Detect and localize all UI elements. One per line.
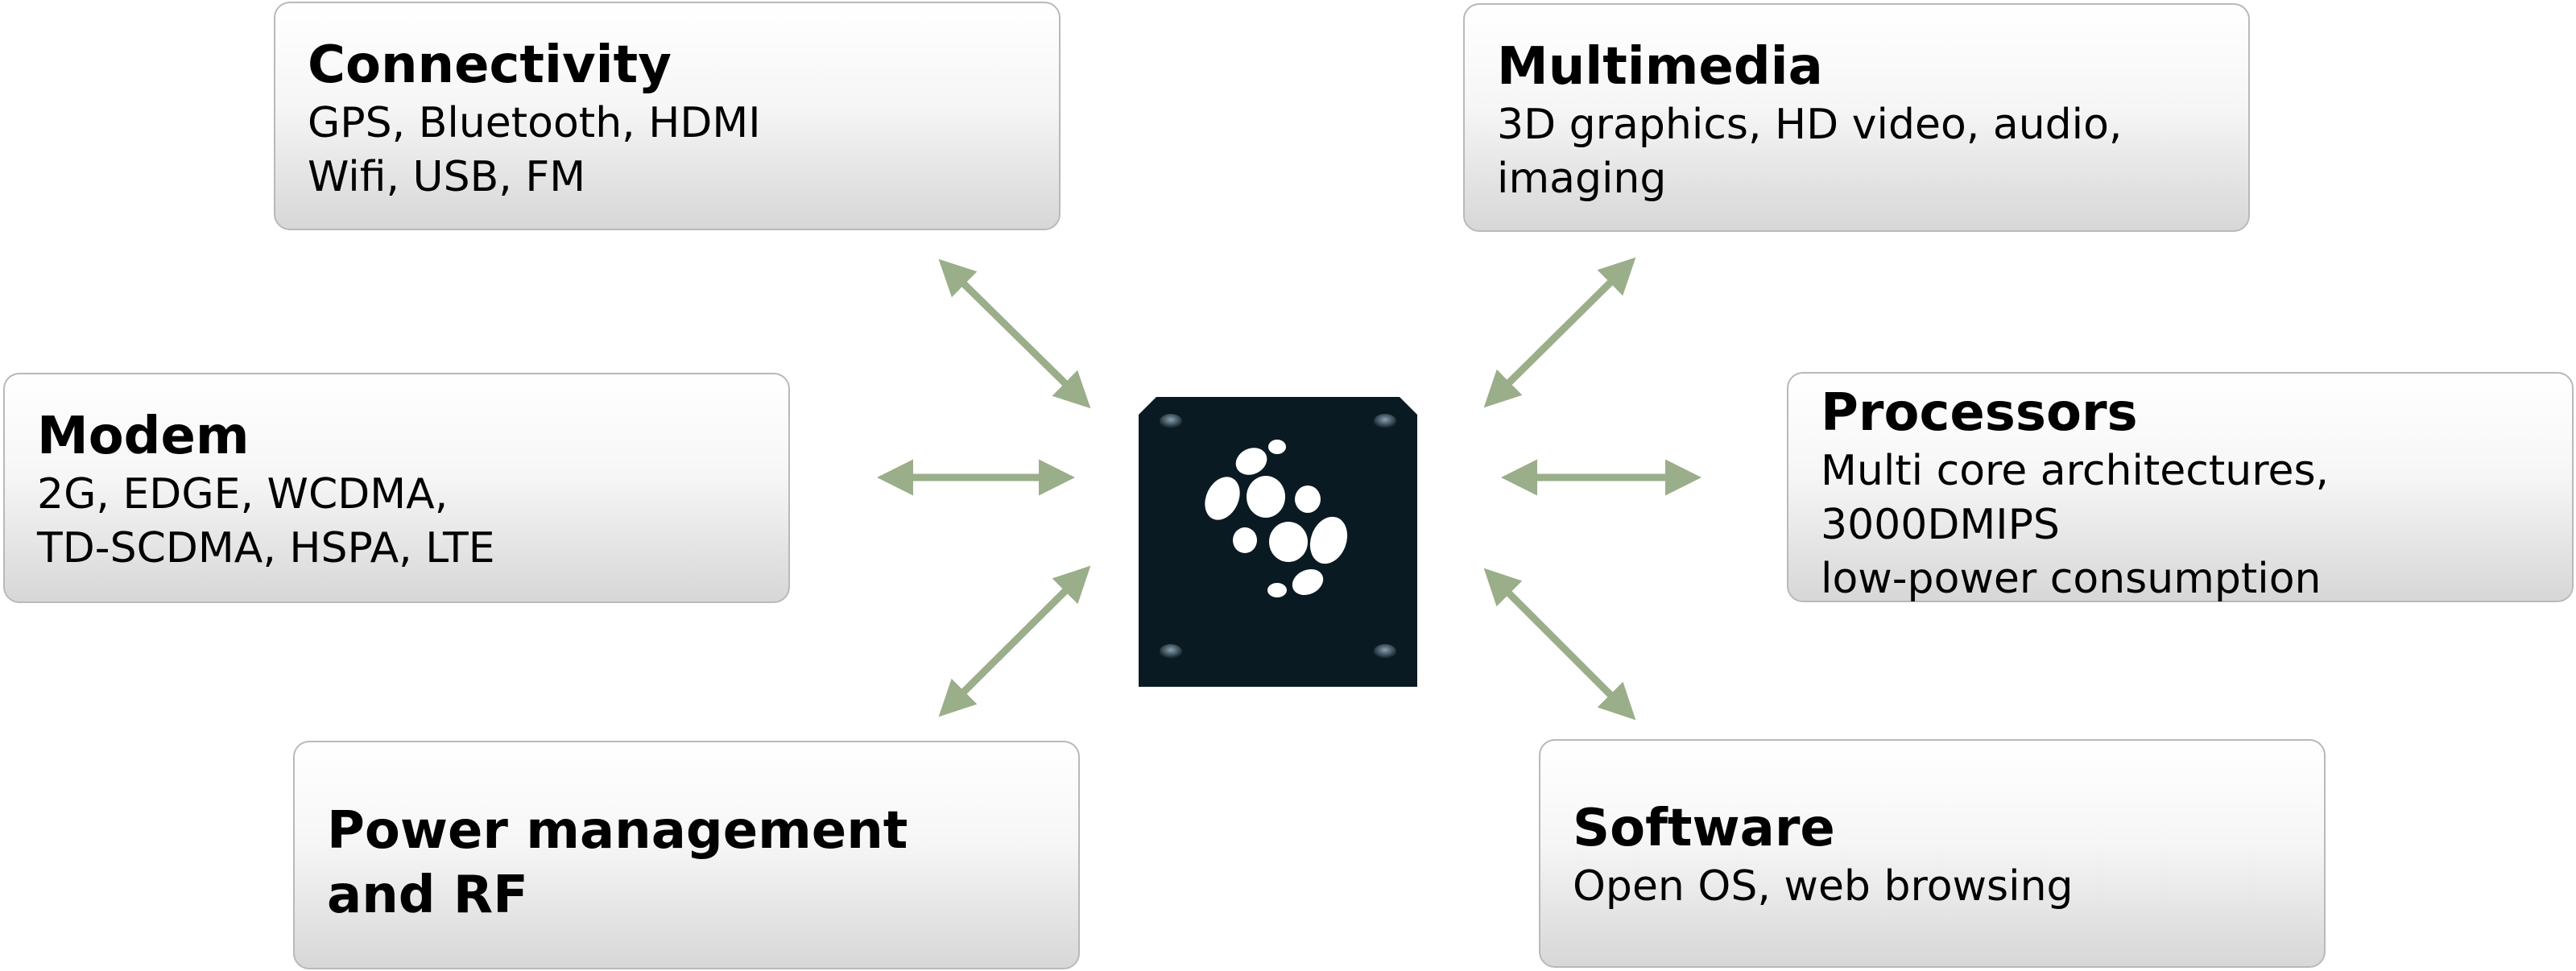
connectivity-line: GPS, Bluetooth, HDMI — [308, 99, 761, 147]
modem-line: TD-SCDMA, HSPA, LTE — [37, 524, 495, 572]
software-title: Software — [1573, 799, 1835, 858]
multimedia-line: imaging — [1497, 155, 1667, 203]
power-rf-box: Power management and RF — [293, 741, 1080, 969]
multimedia-box: Multimedia 3D graphics, HD video, audio,… — [1463, 3, 2250, 232]
arrow-connectivity — [938, 258, 1091, 409]
connectivity-box: Connectivity GPS, Bluetooth, HDMI Wifi, … — [274, 2, 1061, 230]
arrow-software — [1483, 568, 1636, 721]
connectivity-description: GPS, Bluetooth, HDMI Wifi, USB, FM — [308, 97, 1027, 205]
processors-line: Multi core architectures, — [1821, 447, 2330, 495]
software-box: Software Open OS, web browsing — [1539, 739, 2326, 968]
connectivity-line: Wifi, USB, FM — [308, 153, 586, 201]
multimedia-title: Multimedia — [1497, 37, 1823, 97]
processors-box: Processors Multi core architectures, 300… — [1787, 372, 2574, 603]
power-rf-title-line: Power management — [327, 801, 908, 861]
chip-logo-icon — [1139, 397, 1417, 687]
power-rf-title-line: and RF — [327, 866, 528, 925]
multimedia-line: 3D graphics, HD video, audio, — [1497, 101, 2123, 149]
processors-line: low-power consumption — [1821, 555, 2322, 603]
modem-description: 2G, EDGE, WCDMA, TD-SCDMA, HSPA, LTE — [37, 468, 756, 576]
software-description: Open OS, web browsing — [1573, 860, 2292, 914]
processors-description: Multi core architectures, 3000DMIPS low-… — [1821, 444, 2540, 606]
software-line: Open OS, web browsing — [1573, 862, 2074, 911]
multimedia-description: 3D graphics, HD video, audio, imaging — [1497, 98, 2216, 206]
power-rf-title: Power management and RF — [327, 799, 1046, 928]
connectivity-title: Connectivity — [308, 35, 672, 95]
processors-title: Processors — [1821, 383, 2138, 443]
arrow-multimedia — [1483, 257, 1636, 408]
modem-box: Modem 2G, EDGE, WCDMA, TD-SCDMA, HSPA, L… — [3, 373, 790, 603]
arrow-power — [938, 565, 1091, 717]
modem-line: 2G, EDGE, WCDMA, — [37, 470, 449, 519]
processors-line: 3000DMIPS — [1821, 501, 2060, 549]
modem-title: Modem — [37, 407, 250, 466]
